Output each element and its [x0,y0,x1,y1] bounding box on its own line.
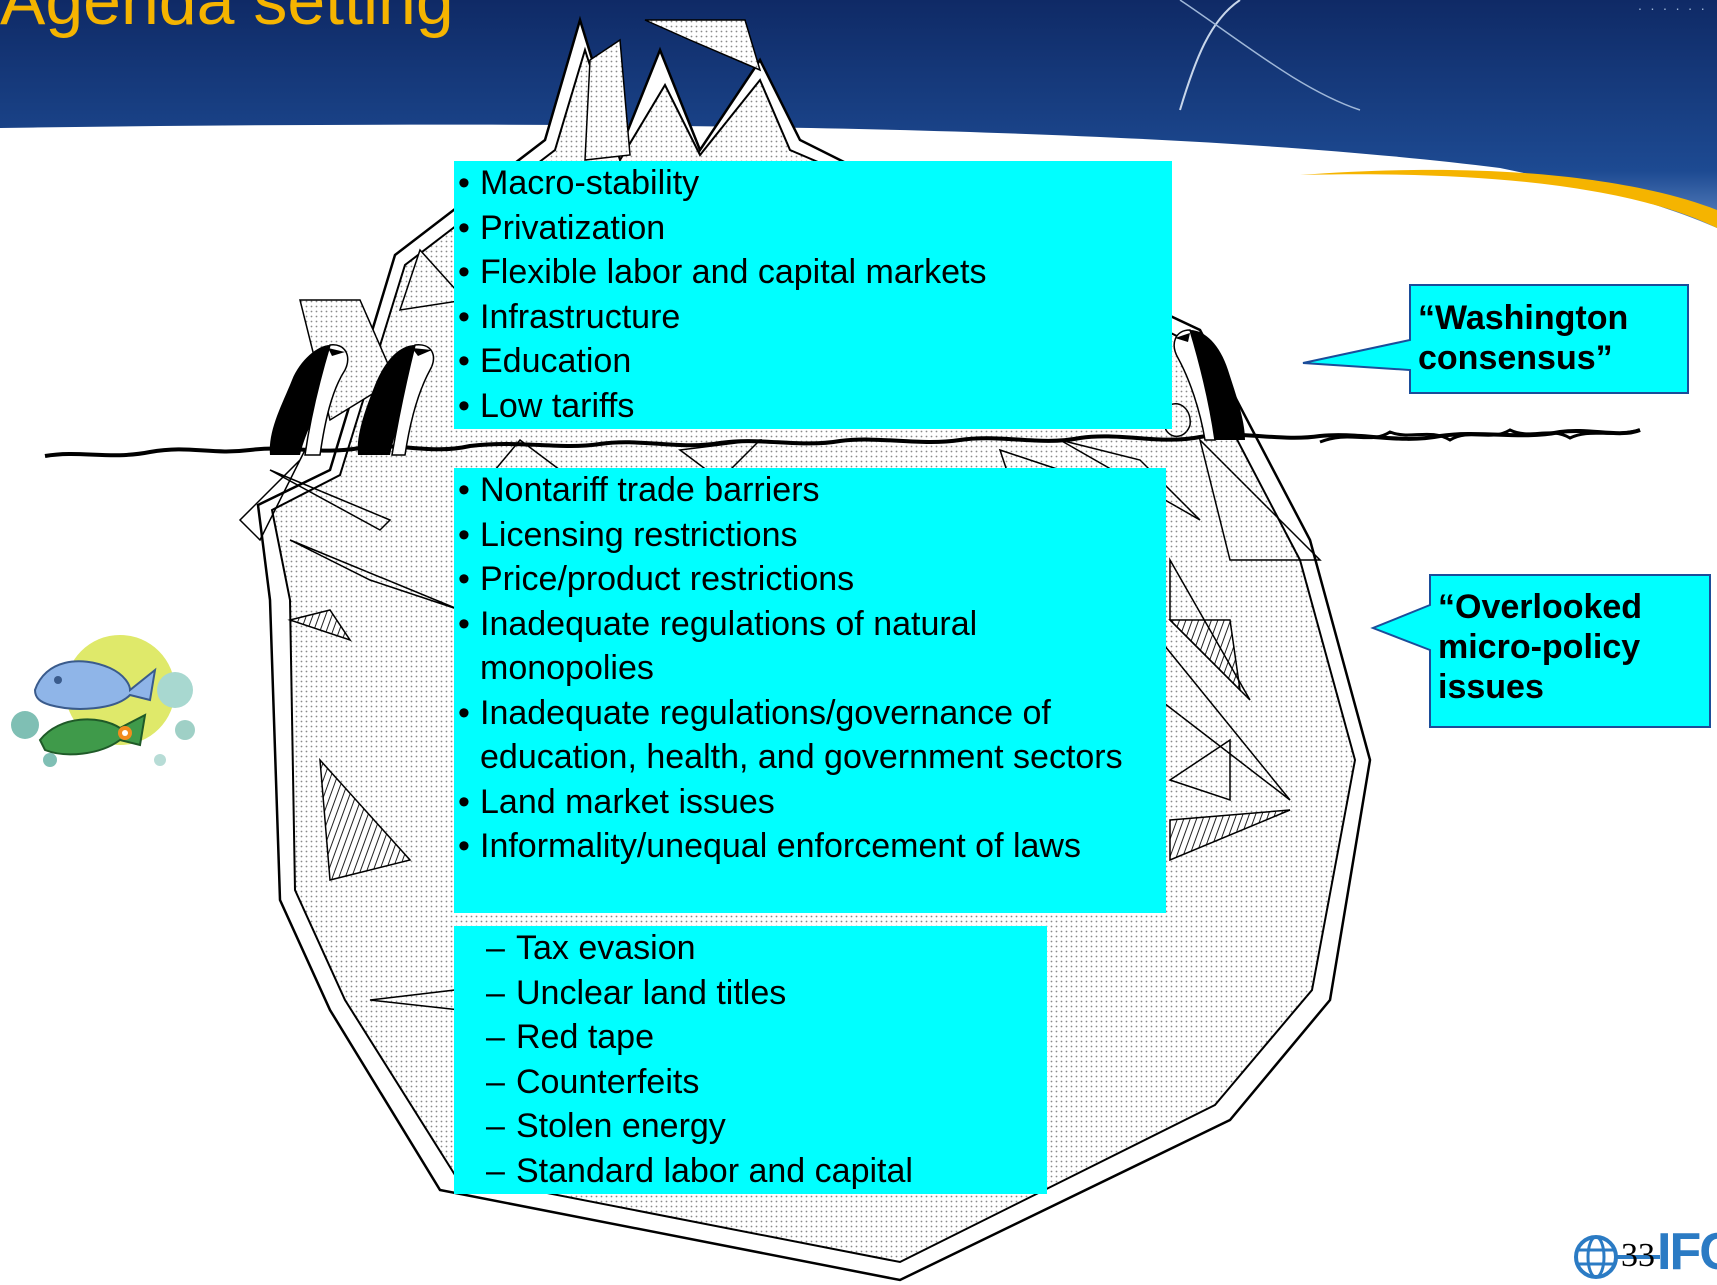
fish-icon [11,635,195,767]
penguin-icon [357,344,435,456]
list-item: Inadequate regulations of natural monopo… [454,602,1040,691]
list-item: Infrastructure [454,295,1172,340]
list-item: Low tariffs [454,384,1172,429]
slide-header: Agenda setting · · · · · · [0,0,1717,230]
list-item: Stolen energy [454,1104,1047,1149]
list-item: Macro-stability [454,161,1172,206]
list-item: Land market issues [454,780,1166,825]
list-item: Nontariff trade barriers [454,468,1166,513]
iceberg-facets [238,19,1322,1011]
header-tagline: · · · · · · [1637,0,1707,16]
washington-callout-shape [1302,284,1689,394]
list-item: Informality/unequal enforcement of laws [454,824,1166,869]
below-water-box: Nontariff trade barriers Licensing restr… [454,468,1166,913]
list-item: Licensing restrictions [454,513,1166,558]
globe-icon [1574,1235,1660,1279]
below-water-list: Nontariff trade barriers Licensing restr… [454,468,1166,869]
overlooked-callout-shape [1370,574,1711,728]
washington-callout-label: “Washington consensus” [1418,299,1629,377]
list-item: Education [454,339,1172,384]
list-item: Standard labor and capital [454,1149,1047,1194]
list-item: Unclear land titles [454,971,1047,1016]
penguin-icon [269,344,349,456]
above-water-list: Macro-stability Privatization Flexible l… [454,161,1172,428]
list-item: Inadequate regulations/governance of edu… [454,691,1130,780]
list-item: Tax evasion [454,926,1047,971]
list-item: Counterfeits [454,1060,1047,1105]
sub-items-box: Tax evasion Unclear land titles Red tape… [454,926,1047,1194]
list-item: Privatization [454,206,1172,251]
page-number: 33 [1621,1237,1655,1274]
sub-items-list: Tax evasion Unclear land titles Red tape… [454,926,1047,1193]
above-water-box: Macro-stability Privatization Flexible l… [454,161,1172,429]
list-item: Flexible labor and capital markets [454,250,1172,295]
overlooked-callout-label: “Overlooked micro-policy issues [1438,588,1643,706]
list-item: Price/product restrictions [454,557,1166,602]
header-background [0,0,1717,228]
slide-title: Agenda setting [0,0,454,39]
ifc-logo: IFC [1657,1223,1717,1281]
list-item: Red tape [454,1015,1047,1060]
